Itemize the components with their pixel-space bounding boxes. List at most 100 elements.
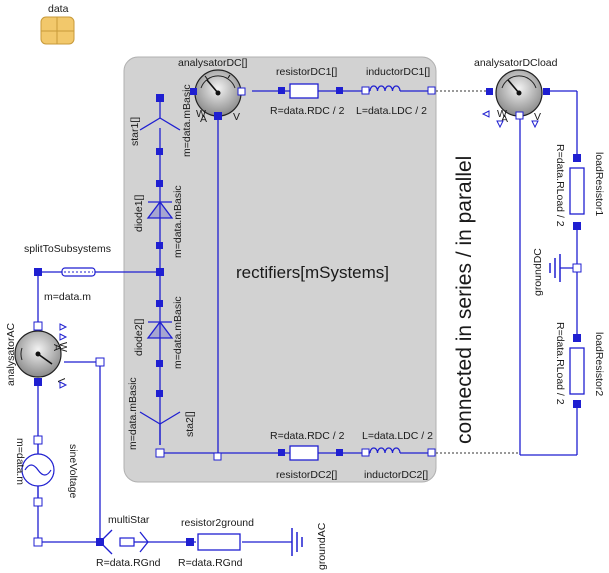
resistorDC1-label: resistorDC1[] — [276, 66, 337, 78]
diode1-port[interactable] — [156, 148, 163, 155]
split-label: splitToSubsystems — [24, 243, 111, 255]
inductorDC2-param: L=data.LDC / 2 — [362, 430, 433, 442]
loadResistor1-icon[interactable] — [569, 167, 585, 215]
meterDC-port[interactable] — [214, 112, 222, 120]
resistorDC1-param: R=data.RDC / 2 — [270, 105, 345, 117]
inductorDC1-port[interactable] — [361, 86, 370, 95]
split-port-left[interactable] — [34, 268, 42, 276]
loadResistor1-param: R=data.RLoad / 2 — [554, 144, 566, 227]
sine-port-bottom[interactable] — [33, 497, 43, 507]
sineVoltage-param: m=data.m — [14, 438, 26, 485]
star1-param: m=data.mBasic — [181, 84, 193, 157]
meterDC-V: V — [233, 111, 240, 123]
diode1-port2[interactable] — [156, 180, 163, 187]
resistorDC2-param: R=data.RDC / 2 — [270, 430, 345, 442]
resistor2ground-port[interactable] — [186, 538, 194, 546]
inductorDC1-icon[interactable] — [369, 85, 401, 92]
split-node[interactable] — [156, 268, 164, 276]
groundAC-icon[interactable] — [291, 528, 303, 556]
analysatorAC-label: analysatorAC — [5, 323, 17, 386]
star2-icon[interactable] — [139, 411, 181, 445]
multiStar-port[interactable] — [96, 538, 104, 546]
meterAC-port-top[interactable] — [33, 321, 43, 331]
sine-port-top[interactable] — [33, 435, 43, 445]
loadResistor1-port-top[interactable] — [573, 154, 581, 162]
star1-label: star1[] — [129, 117, 141, 146]
groundDC-port[interactable] — [572, 263, 582, 273]
star1-port[interactable] — [156, 94, 164, 102]
diode1-icon[interactable] — [146, 200, 174, 219]
inductorDC2-label: inductorDC2[] — [364, 469, 428, 481]
meterLoad-port-in[interactable] — [486, 88, 493, 95]
wires — [37, 90, 578, 543]
diode1-param: m=data.mBasic — [172, 185, 184, 258]
groundDC-icon[interactable] — [549, 254, 561, 282]
resistor2ground-icon[interactable] — [197, 533, 241, 551]
resistorDC2-port[interactable] — [278, 449, 285, 456]
meterDC-W: W — [196, 108, 206, 120]
groundDC-label: groundDC — [532, 248, 544, 296]
inductorDC2-port2[interactable] — [427, 448, 436, 457]
meterAC-port-bottom[interactable] — [34, 378, 42, 386]
loadResistor1-port-bottom[interactable] — [573, 222, 581, 230]
meterLoad-A: A — [501, 113, 508, 125]
resistor2ground-label: resistor2ground — [181, 517, 254, 529]
analysatorDCload-label: analysatorDCload — [474, 57, 558, 69]
ac-node-bottom[interactable] — [33, 537, 43, 547]
diode2-label: diode2[] — [133, 319, 145, 356]
diode1-label: diode1[] — [133, 195, 145, 232]
sineVoltage-icon[interactable] — [21, 440, 55, 500]
analysatorAC-meter[interactable] — [14, 330, 62, 378]
analysatorDC-label: analysatorDC[] — [178, 57, 248, 69]
resistorDC1-port2[interactable] — [336, 87, 343, 94]
loadResistor2-port-bottom[interactable] — [573, 400, 581, 408]
meterAC-W: W — [57, 342, 69, 352]
loadResistor2-label: loadResistor2 — [593, 332, 605, 396]
diode2-port[interactable] — [156, 300, 163, 307]
inductorDC1-label: inductorDC1[] — [366, 66, 430, 78]
loadResistor2-icon[interactable] — [569, 347, 585, 395]
inductorDC1-param: L=data.LDC / 2 — [356, 105, 427, 117]
diode2-port3[interactable] — [156, 390, 163, 397]
loadResistor1-label: loadResistor1 — [593, 152, 605, 216]
data-label: data — [48, 3, 69, 15]
resistorDC1-port[interactable] — [278, 87, 285, 94]
resistorDC2-icon[interactable] — [289, 445, 319, 461]
meterLoad-triangles — [481, 110, 539, 129]
rect-port-top[interactable] — [213, 452, 222, 461]
connected-label: connected in series / in parallel — [453, 156, 476, 444]
inductorDC2-icon[interactable] — [369, 447, 401, 454]
loadResistor2-param: R=data.RLoad / 2 — [554, 322, 566, 405]
inductorDC1-port2[interactable] — [427, 86, 436, 95]
meterDC-port-in[interactable] — [190, 88, 197, 95]
groundAC-label: groundAC — [316, 522, 328, 570]
meterLoad-V: V — [534, 111, 541, 123]
star2-port[interactable] — [155, 448, 165, 458]
multiStar-resistor[interactable] — [119, 537, 135, 547]
data-record-icon[interactable] — [40, 16, 75, 45]
meterDC-port-out[interactable] — [237, 87, 246, 96]
split-param: m=data.m — [44, 291, 91, 303]
star2-param: m=data.mBasic — [127, 377, 139, 450]
meterAC-A: A — [51, 344, 63, 351]
split-cable[interactable] — [61, 267, 96, 277]
star1-icon[interactable] — [139, 100, 181, 131]
resistorDC2-port2[interactable] — [336, 449, 343, 456]
loadResistor2-port-top[interactable] — [573, 334, 581, 342]
meterLoad-port-down[interactable] — [515, 111, 524, 120]
multiStar-param: R=data.RGnd — [96, 557, 161, 569]
rectifiers-block[interactable] — [123, 56, 437, 483]
diode2-icon[interactable] — [146, 320, 174, 339]
inductorDC2-port[interactable] — [361, 448, 370, 457]
diode2-port2[interactable] — [156, 360, 163, 367]
meterAC-triangles — [59, 323, 68, 389]
meterAC-V: V — [55, 378, 67, 385]
diode1-port3[interactable] — [156, 242, 163, 249]
meterDC-A: A — [200, 113, 207, 125]
ac-node-meter[interactable] — [95, 357, 105, 367]
sineVoltage-label: sineVoltage — [67, 444, 79, 498]
meterLoad-port-out[interactable] — [543, 88, 550, 95]
resistorDC1-icon[interactable] — [289, 83, 319, 99]
multiStar-label: multiStar — [108, 514, 150, 526]
